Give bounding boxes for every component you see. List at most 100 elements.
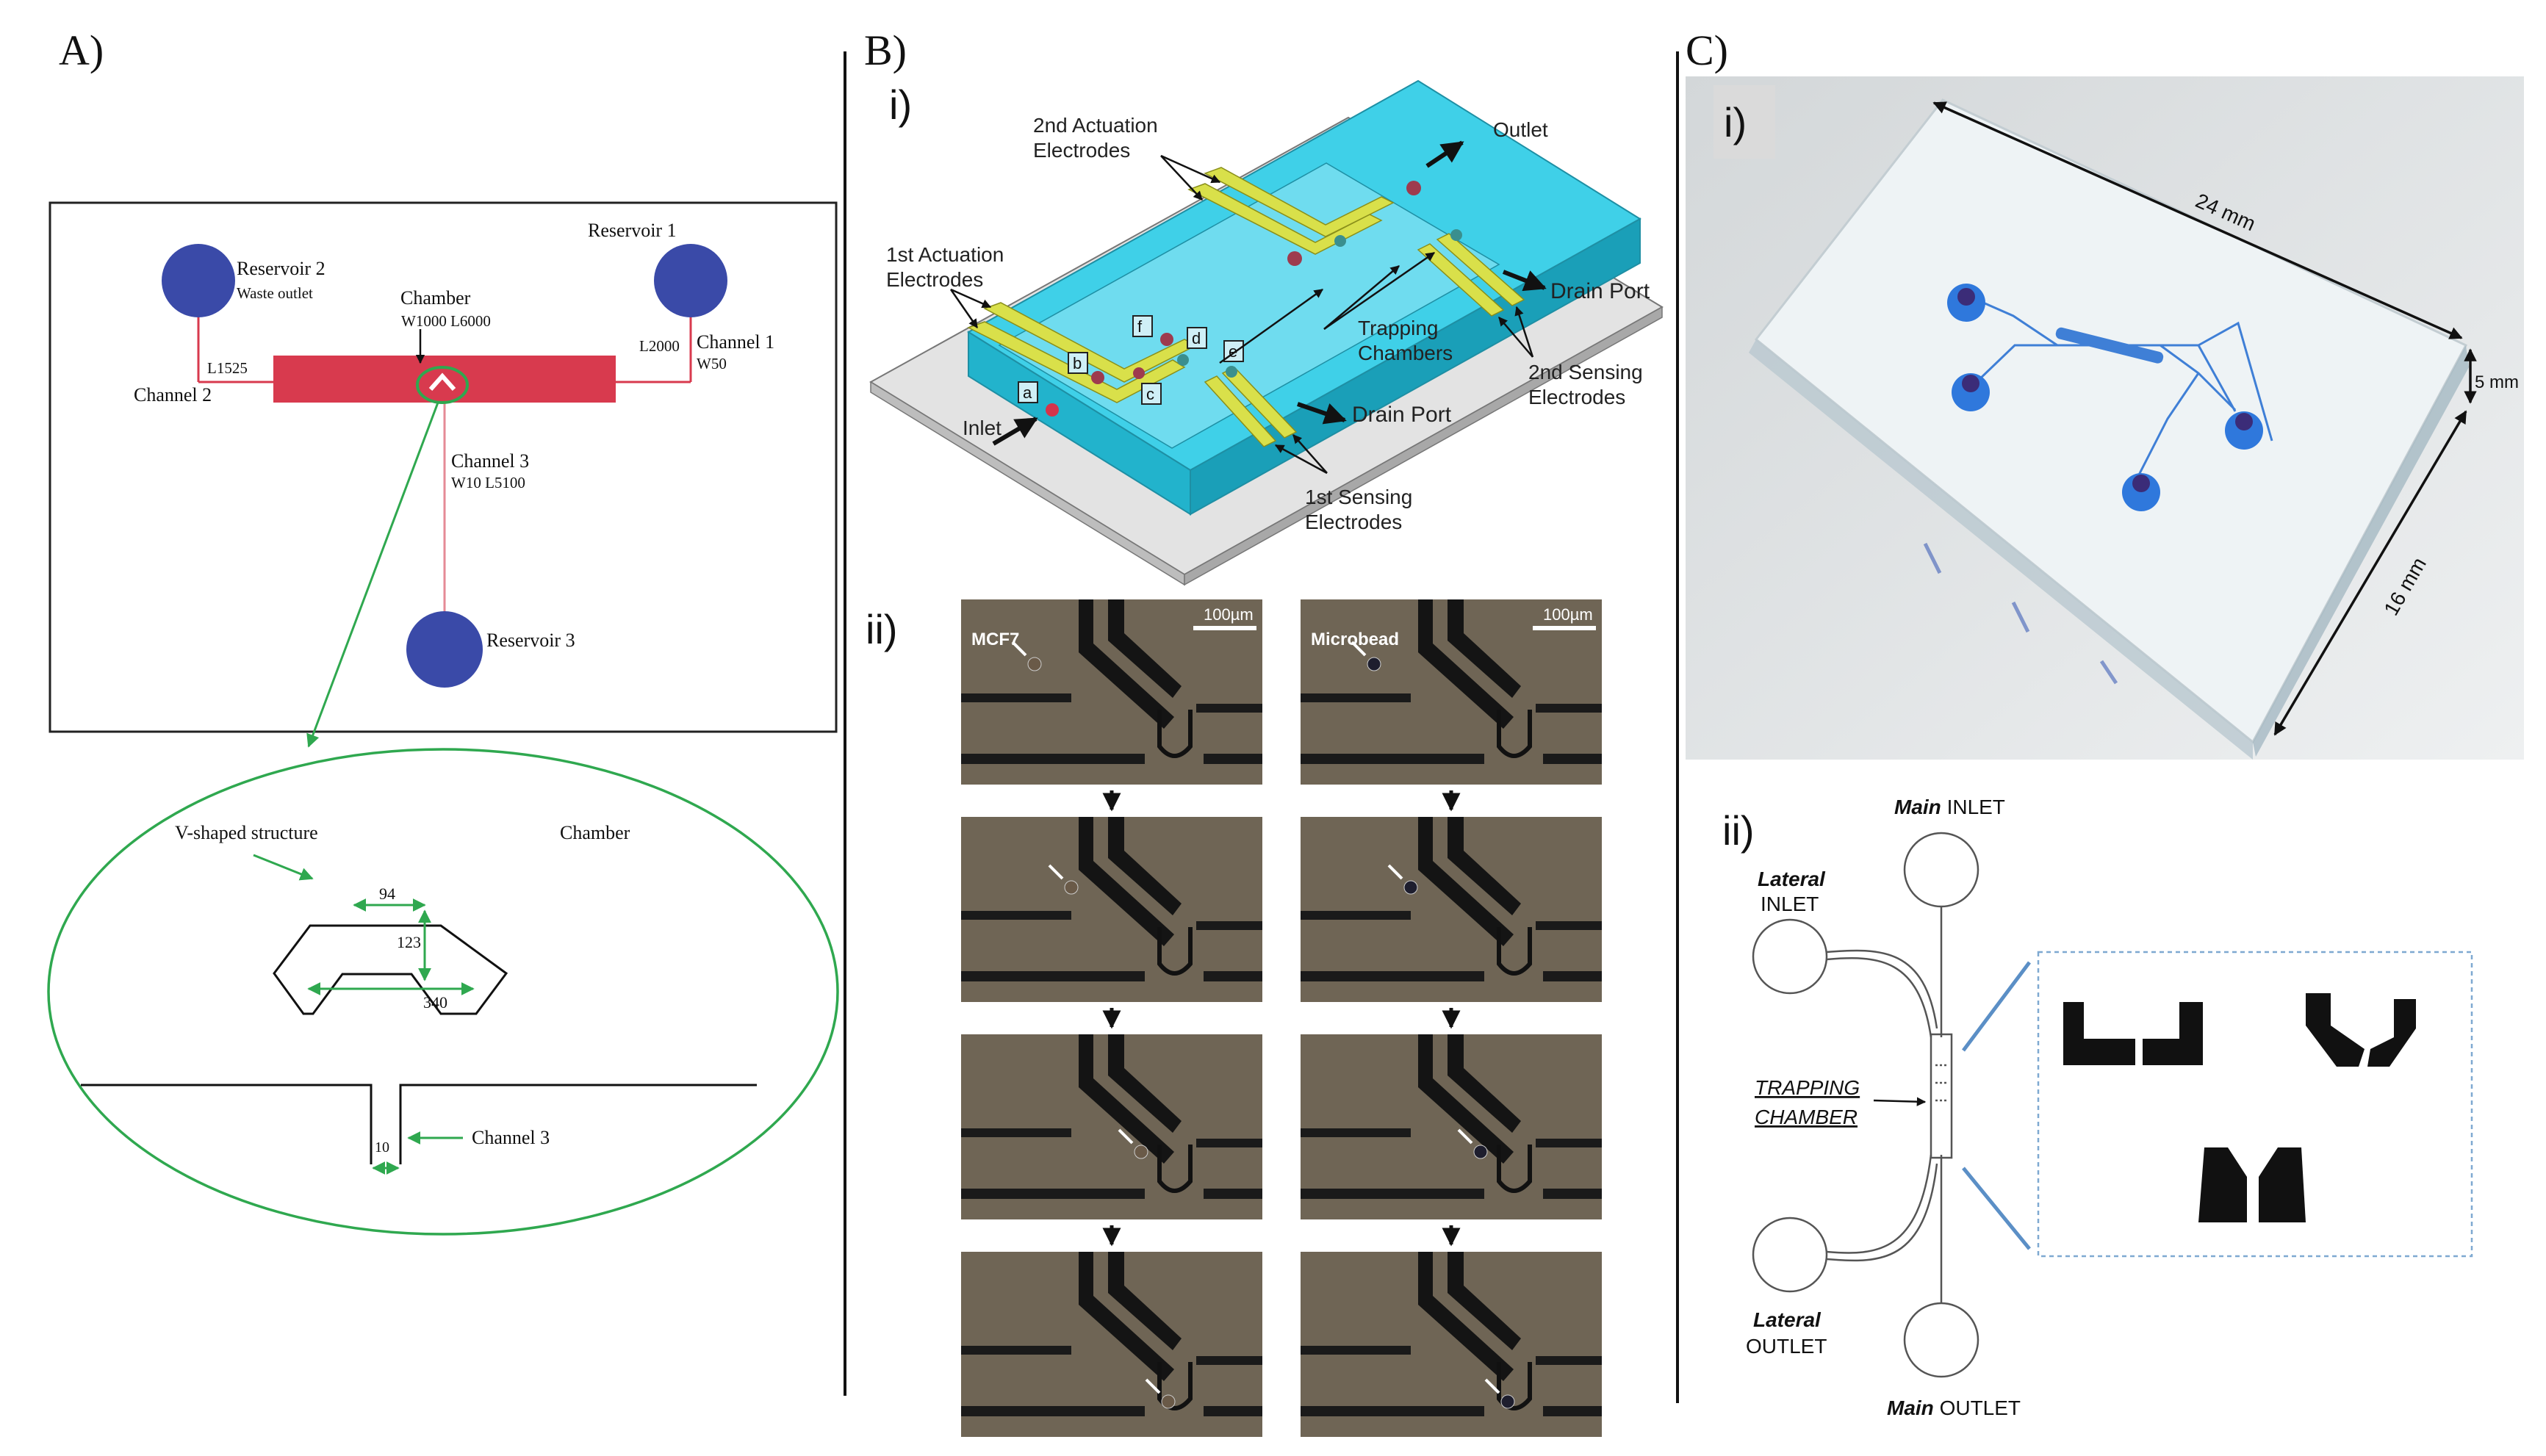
callout-box-b: b xyxy=(1068,352,1088,374)
actuation-electrodes-1 xyxy=(967,302,1198,403)
svg-text:c: c xyxy=(1146,385,1154,403)
micrograph-mcf7-4 xyxy=(961,1252,1262,1437)
label-trapping-chamber: TRAPPING CHAMBER xyxy=(1755,1076,1860,1128)
particle-trap-2 xyxy=(1450,229,1462,241)
channel-3-dims: W10 L5100 xyxy=(451,474,525,491)
photo-sub-label-bg xyxy=(1713,85,1775,159)
sensing-electrodes-2 xyxy=(1417,233,1525,317)
chip-side-blue-marks xyxy=(1923,542,2118,685)
channel-2-label: Channel 2 xyxy=(134,384,212,406)
v-structure-label: V-shaped structure xyxy=(175,822,318,843)
dim-340-label: 340 xyxy=(423,993,447,1012)
particle-c xyxy=(1133,367,1145,379)
chip-base-side xyxy=(1184,306,1663,586)
zoom-line-top xyxy=(1962,961,2031,1052)
panel-c-sub-i: i) xyxy=(1724,99,1747,145)
svg-text:1st Sensing: 1st Sensing xyxy=(1305,486,1412,508)
callout-box-c: c xyxy=(1141,383,1162,405)
svg-text:2nd Actuation: 2nd Actuation xyxy=(1033,114,1158,137)
channel-1-label: Channel 1 xyxy=(697,331,774,353)
channel-2-length: L1525 xyxy=(207,359,248,377)
svg-text:b: b xyxy=(1073,354,1082,372)
label-lateral-inlet: Lateral INLET xyxy=(1758,868,1826,915)
particle-d xyxy=(1177,354,1189,366)
reservoir-2-sublabel: Waste outlet xyxy=(237,284,313,302)
label-drain-port-lower: Drain Port xyxy=(1352,403,1452,427)
micrograph-microbead-2 xyxy=(1301,817,1602,1002)
scale-bar xyxy=(1193,626,1256,630)
svg-text:Main OUTLET: Main OUTLET xyxy=(1887,1396,2021,1419)
particle-trap xyxy=(1334,235,1346,247)
label-sensing-2: 2nd Sensing Electrodes xyxy=(1528,361,1643,408)
svg-text:Electrodes: Electrodes xyxy=(1305,511,1402,533)
label-lateral-outlet: Lateral OUTLET xyxy=(1746,1308,1827,1358)
zoom-ellipse xyxy=(47,748,839,1236)
particle-mid xyxy=(1287,251,1302,266)
micrograph-mcf7-2 xyxy=(961,817,1262,1002)
svg-text:Chambers: Chambers xyxy=(1358,342,1453,364)
svg-text:f: f xyxy=(1137,317,1143,336)
device-schematic xyxy=(1752,832,1979,1378)
svg-text:TRAPPING: TRAPPING xyxy=(1755,1076,1860,1099)
svg-text:OUTLET: OUTLET xyxy=(1746,1335,1827,1358)
chamber-label: Chamber xyxy=(400,287,471,309)
svg-text:Electrodes: Electrodes xyxy=(1528,386,1625,408)
reservoir-2 xyxy=(162,244,235,317)
panel-c-label: C) xyxy=(1686,26,1728,74)
label-sensing-1: 1st Sensing Electrodes xyxy=(1305,486,1412,533)
svg-text:Electrodes: Electrodes xyxy=(886,268,983,291)
panel-a-label: A) xyxy=(59,26,104,74)
reservoir-1-label: Reservoir 1 xyxy=(588,220,677,241)
svg-text:Lateral: Lateral xyxy=(1753,1308,1822,1331)
v-structure-pointer xyxy=(253,854,314,881)
particle-inlet xyxy=(1046,403,1059,417)
particle-e xyxy=(1226,366,1237,378)
callout-box-d: d xyxy=(1187,327,1207,349)
reservoir-3 xyxy=(406,611,483,688)
channel-1-width: W50 xyxy=(697,355,727,372)
chamber-wall xyxy=(81,1084,757,1164)
trap-shapes xyxy=(2063,993,2416,1222)
callout-box-a: a xyxy=(1018,381,1038,403)
v-structure-highlight xyxy=(416,366,469,404)
reservoir-1 xyxy=(654,244,727,317)
channel-1-length: L2000 xyxy=(639,337,680,355)
svg-text:Main INLET: Main INLET xyxy=(1894,796,2005,818)
dim-24mm-arrow xyxy=(1932,101,2463,339)
svg-text:Electrodes: Electrodes xyxy=(1033,139,1130,162)
v-shaped-structure xyxy=(273,924,508,1015)
label-main-inlet: Main INLET xyxy=(1894,796,2005,818)
label-outlet: Outlet xyxy=(1493,118,1548,141)
label-actuation-2: 2nd Actuation Electrodes xyxy=(1033,114,1158,162)
panel-c-sub-ii: ii) xyxy=(1722,807,1755,854)
channel-3-label: Channel 3 xyxy=(451,450,529,472)
chip-leader-lines xyxy=(949,154,1534,475)
particle-outlet xyxy=(1406,181,1421,195)
svg-text:CHAMBER: CHAMBER xyxy=(1755,1106,1858,1128)
svg-text:d: d xyxy=(1192,329,1201,347)
zoom-chamber-label: Chamber xyxy=(560,822,630,843)
svg-text:Trapping: Trapping xyxy=(1358,317,1438,339)
scale-bar xyxy=(1533,626,1596,630)
svg-text:Lateral: Lateral xyxy=(1758,868,1826,890)
label-actuation-1: 1st Actuation Electrodes xyxy=(886,243,1004,291)
dim-16mm-arrow xyxy=(2273,410,2467,736)
chamber-dims: W1000 L6000 xyxy=(401,312,491,330)
v-structure-mark xyxy=(428,372,456,391)
label-inlet: Inlet xyxy=(963,417,1002,439)
zoom-connector-arrow xyxy=(306,402,439,748)
particle-f xyxy=(1160,333,1173,346)
panel-b-label: B) xyxy=(864,26,907,74)
particle-b xyxy=(1091,371,1104,384)
panel-b-sub-i: i) xyxy=(889,82,912,128)
callout-box-f: f xyxy=(1132,315,1153,337)
reservoir-3-label: Reservoir 3 xyxy=(486,630,575,651)
actuation-electrodes-2 xyxy=(1187,167,1395,255)
dim-94-label: 94 xyxy=(379,884,395,903)
scale-bar-label: 100µm xyxy=(1543,605,1593,624)
label-trapping-chambers: Trapping Chambers xyxy=(1358,317,1453,364)
